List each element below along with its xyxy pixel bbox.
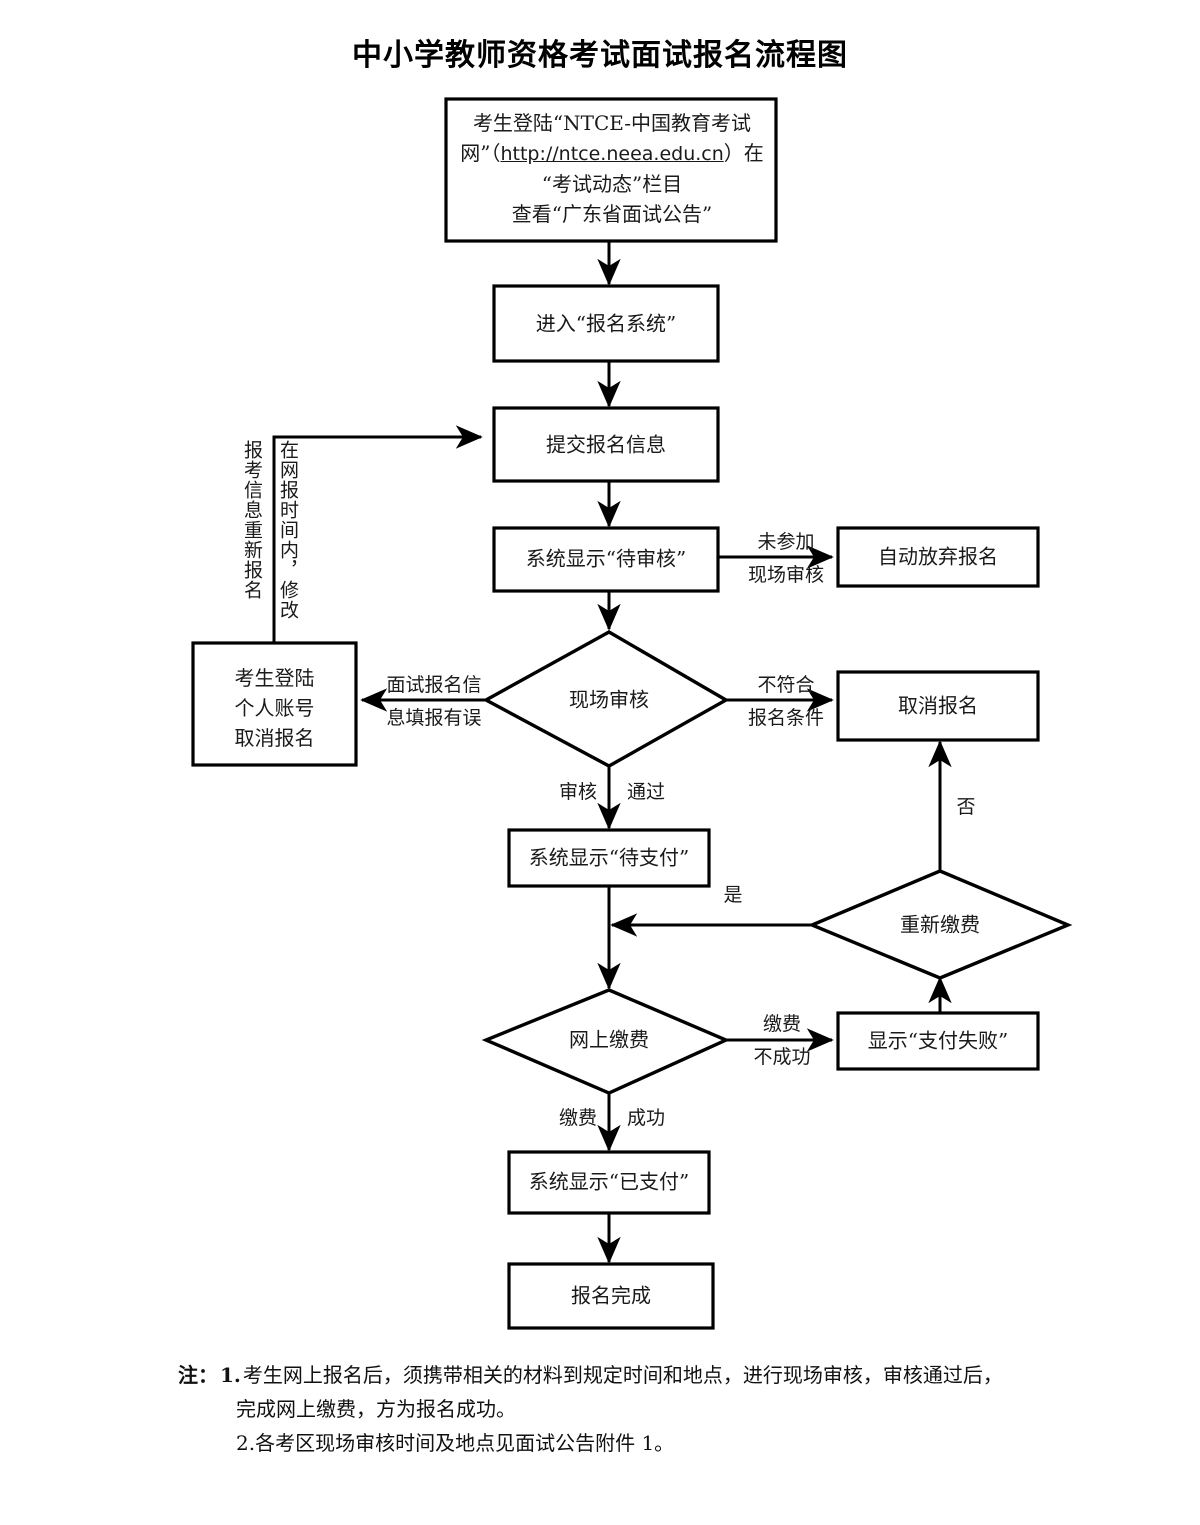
node-pay-failed-label: 显示“支付失败”: [868, 1029, 1008, 1053]
edge-label-pay-failed-1: 缴费: [763, 1013, 801, 1035]
node-start-box[interactable]: [444, 97, 778, 243]
edge-label-not-attend-line1: 未参加: [757, 531, 814, 553]
node-pending-review[interactable]: [492, 526, 720, 593]
edge-label-review-passed-2: 通过: [627, 781, 665, 803]
edge-label-repay-no: 否: [956, 796, 975, 818]
node-paid-label: 系统显示“已支付”: [529, 1170, 689, 1194]
edge-relogin-loop-to-submit: [272, 425, 483, 643]
node-relogin-cancel-text: 考生登陆 个人账号 取消报名: [196, 663, 353, 753]
node-repay-diamond[interactable]: [807, 869, 1073, 980]
note-1-text-line2: 完成网上缴费，方为报名成功。: [236, 1397, 516, 1421]
edge-label-info-error-line1: 面试报名信: [386, 674, 481, 696]
relogin-line-3: 取消报名: [234, 726, 315, 750]
start-line-1: 考生登陆“NTCE-中国教育考试: [472, 111, 752, 135]
start-line-4: 查看“广东省面试公告”: [511, 202, 713, 226]
edge-label-pay-failed-2: 不成功: [753, 1046, 810, 1068]
node-cancel-apply[interactable]: [836, 670, 1040, 742]
node-onsite-review-label: 现场审核: [569, 688, 649, 712]
node-pending-payment-label: 系统显示“待支付”: [529, 846, 689, 870]
edge-label-vertical-reapply: 报考信息重新报名: [241, 440, 263, 600]
start-line2-suffix: ）在: [723, 141, 764, 165]
edge-label-not-attend-line2: 现场审核: [748, 564, 824, 586]
edge-label-vertical-modify: 在网报时间内，修改: [277, 440, 299, 620]
node-onsite-review-diamond[interactable]: [482, 630, 730, 768]
edge-label-review-passed-1: 审核: [559, 781, 597, 803]
start-line2-prefix: 网”（: [460, 141, 501, 165]
relogin-line-2: 个人账号: [234, 696, 315, 720]
node-pending-payment[interactable]: [507, 828, 711, 888]
node-online-pay-diamond[interactable]: [481, 988, 731, 1095]
note-1-text-line1: 考生网上报名后，须携带相关的材料到规定时间和地点，进行现场审核，审核通过后，: [242, 1363, 1003, 1387]
edge-label-info-error-line2: 息填报有误: [386, 707, 481, 729]
edge-label-repay-yes: 是: [723, 884, 742, 906]
node-relogin-cancel[interactable]: [191, 641, 358, 767]
notes-lead-label: 注：: [178, 1363, 218, 1387]
edge-label-pay-success-2: 成功: [627, 1107, 665, 1129]
node-done[interactable]: [507, 1262, 715, 1330]
node-pay-failed[interactable]: [836, 1011, 1040, 1071]
start-line-3: “考试动态”栏目: [541, 172, 683, 196]
node-pending-review-label: 系统显示“待审核”: [526, 547, 686, 571]
ntce-website-link[interactable]: http://ntce.neea.edu.cn: [500, 143, 724, 165]
node-auto-abandon-label: 自动放弃报名: [878, 545, 998, 569]
node-submit-info[interactable]: [492, 406, 720, 483]
node-repay-label: 重新缴费: [900, 913, 980, 937]
node-enter-system[interactable]: [492, 284, 720, 363]
edge-label-not-qualified-line1: 不符合: [757, 674, 814, 696]
notes-section: 注： 1. 考生网上报名后，须携带相关的材料到规定时间和地点，进行现场审核，审核…: [178, 1358, 1078, 1460]
node-online-pay-label: 网上缴费: [569, 1028, 649, 1052]
node-cancel-apply-label: 取消报名: [898, 694, 978, 718]
relogin-line-1: 考生登陆: [234, 666, 315, 690]
node-auto-abandon[interactable]: [836, 526, 1040, 588]
node-start-box-text: 考生登陆“NTCE-中国教育考试 网”（http://ntce.neea.edu…: [452, 108, 772, 229]
note-1-number: 1.: [220, 1363, 241, 1387]
edge-label-not-qualified-line2: 报名条件: [748, 707, 824, 729]
page-title: 中小学教师资格考试面试报名流程图: [352, 38, 848, 73]
node-enter-system-label: 进入“报名系统”: [536, 312, 676, 336]
node-paid[interactable]: [507, 1150, 711, 1215]
node-submit-info-label: 提交报名信息: [546, 433, 666, 457]
edge-label-pay-success-1: 缴费: [559, 1107, 597, 1129]
start-line-2: 网”（http://ntce.neea.edu.cn）在: [452, 138, 772, 169]
note-item-1: 注： 1. 考生网上报名后，须携带相关的材料到规定时间和地点，进行现场审核，审核…: [178, 1358, 1078, 1392]
note-item-2: 2.各考区现场审核时间及地点见面试公告附件 1。: [236, 1431, 675, 1455]
node-done-label: 报名完成: [571, 1284, 651, 1308]
